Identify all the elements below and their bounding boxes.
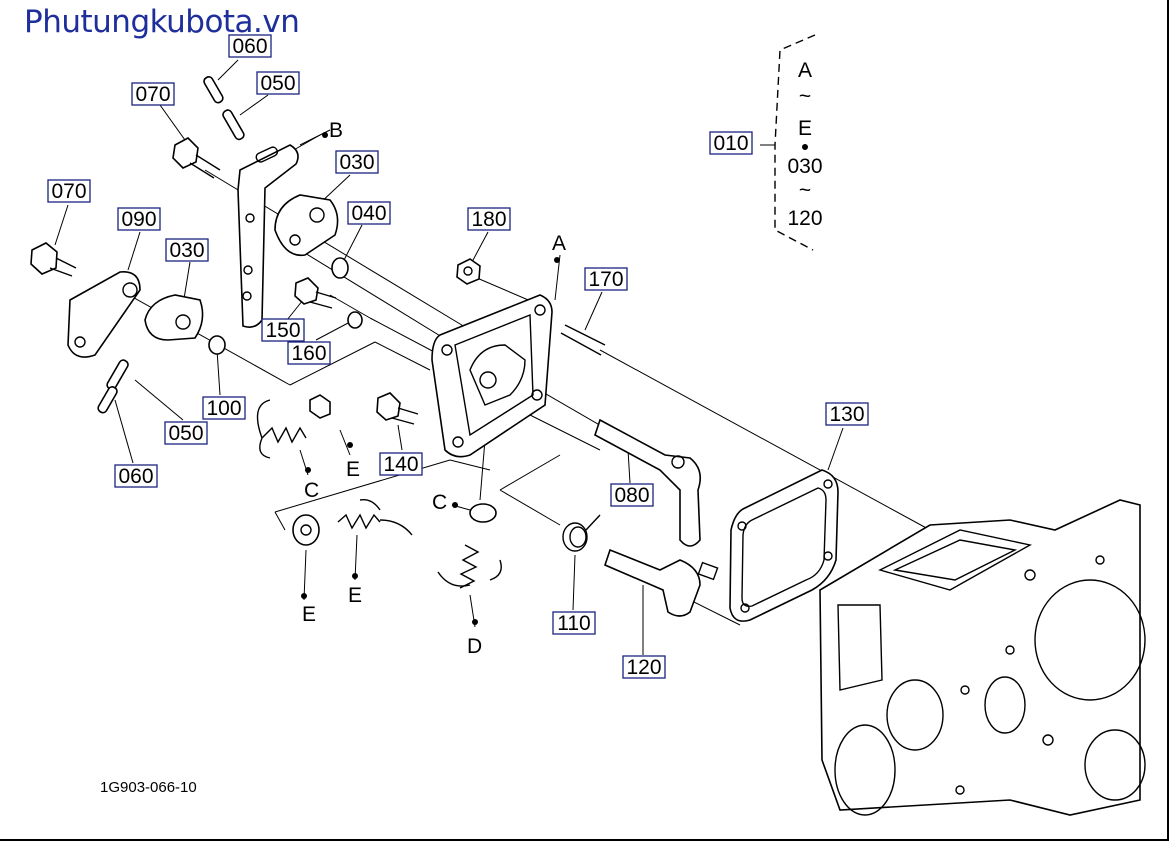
reference-letter: C bbox=[432, 491, 447, 514]
watermark: Phutungkubota.vn bbox=[24, 4, 300, 40]
part-number-text: 100 bbox=[206, 397, 241, 420]
part-number-text: 120 bbox=[626, 656, 661, 679]
reference-letter: E bbox=[348, 584, 362, 607]
part-number-label: 090 bbox=[117, 207, 161, 231]
part-labels: 0600500700300400700900301501601000500601… bbox=[47, 34, 869, 679]
part-number-text: 050 bbox=[168, 422, 203, 445]
reference-letter: A bbox=[552, 232, 566, 255]
reference-dots bbox=[301, 132, 560, 625]
part-number-text: 130 bbox=[829, 403, 864, 426]
part-number-text: 160 bbox=[291, 342, 326, 365]
part-housing bbox=[431, 294, 839, 622]
part-number-label: 070 bbox=[47, 179, 91, 203]
part-pins bbox=[97, 76, 245, 414]
reference-letter: D bbox=[467, 635, 482, 658]
part-number-label: 110 bbox=[552, 611, 596, 635]
part-number-text: 050 bbox=[260, 72, 295, 95]
part-engine-block bbox=[819, 499, 1146, 816]
part-number-label: 040 bbox=[347, 201, 391, 225]
part-number-label: 010 bbox=[709, 131, 753, 155]
part-number-label: 170 bbox=[584, 267, 628, 291]
part-number-text: 030 bbox=[169, 239, 204, 262]
part-number-text: 180 bbox=[471, 208, 506, 231]
part-number-text: 030 bbox=[339, 151, 374, 174]
part-number-text: 070 bbox=[135, 83, 170, 106]
part-number-label: 060 bbox=[114, 464, 158, 488]
reference-letter: C bbox=[304, 479, 319, 502]
part-number-text: 060 bbox=[232, 35, 267, 58]
part-number-label: 180 bbox=[467, 207, 511, 231]
legend-line: ~ bbox=[799, 179, 811, 202]
part-number-text: 070 bbox=[51, 180, 86, 203]
part-bolts bbox=[30, 137, 606, 425]
part-number-text: 090 bbox=[121, 208, 156, 231]
legend-bracket bbox=[762, 34, 816, 251]
part-number-text: 150 bbox=[265, 319, 300, 342]
part-number-label: 030 bbox=[165, 238, 209, 262]
part-number-text: 080 bbox=[614, 484, 649, 507]
part-springs-washers bbox=[208, 257, 601, 589]
reference-letter: E bbox=[302, 603, 316, 626]
part-number-label: 030 bbox=[335, 150, 379, 174]
reference-letters: B A C E E E D C bbox=[302, 119, 566, 658]
part-number-label: 130 bbox=[825, 402, 869, 426]
legend-line: E bbox=[798, 117, 812, 140]
legend-line: ~ bbox=[799, 85, 811, 108]
reference-letter: E bbox=[346, 458, 360, 481]
part-number-label: 140 bbox=[379, 452, 423, 476]
part-number-label: 160 bbox=[287, 341, 331, 365]
part-number-label: 150 bbox=[261, 318, 305, 342]
part-number-text: 060 bbox=[118, 465, 153, 488]
part-number-text: 140 bbox=[383, 453, 418, 476]
part-number-text: 010 bbox=[713, 132, 748, 155]
part-number-label: 050 bbox=[256, 71, 300, 95]
part-number-label: 120 bbox=[622, 655, 666, 679]
part-number-label: 080 bbox=[610, 483, 654, 507]
part-number-text: 110 bbox=[557, 612, 590, 635]
legend-line: 030 bbox=[787, 155, 822, 178]
part-number-label: 060 bbox=[228, 34, 272, 58]
reference-letter: B bbox=[329, 119, 343, 142]
legend-line: 120 bbox=[787, 207, 822, 230]
legend-line: A bbox=[798, 59, 812, 82]
part-number-label: 070 bbox=[131, 82, 175, 106]
part-levers bbox=[67, 144, 719, 617]
part-number-label: 100 bbox=[202, 396, 246, 420]
part-number-text: 040 bbox=[351, 202, 386, 225]
part-number-text: 170 bbox=[588, 268, 623, 291]
part-number-label: 050 bbox=[164, 421, 208, 445]
drawing-code: 1G903-066-10 bbox=[100, 779, 197, 796]
